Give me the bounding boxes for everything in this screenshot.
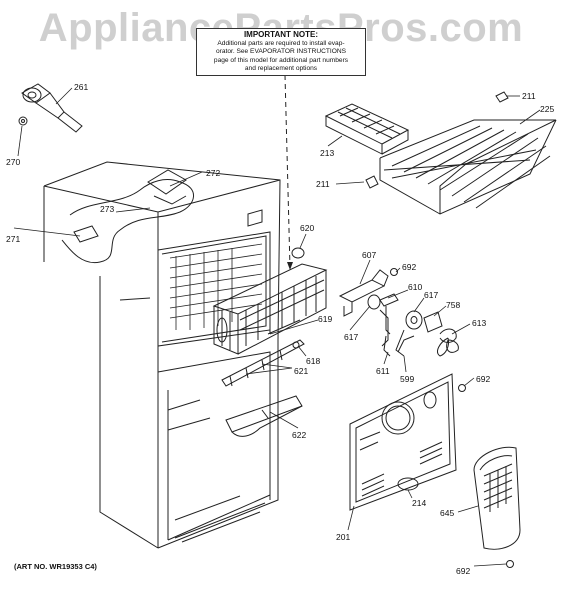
callout-617-left: 617: [344, 332, 358, 342]
callout-617-right: 617: [424, 290, 438, 300]
note-body: Additional parts are required to install…: [201, 40, 361, 74]
callout-leaders: [13, 87, 541, 567]
callout-599: 599: [400, 374, 414, 384]
callout-270: 270: [6, 157, 20, 167]
fan-blade-613: [437, 328, 459, 357]
freezer-shelf-225: [379, 119, 557, 215]
refrigerator-liner: [43, 161, 281, 549]
temperature-control-261: [21, 83, 83, 133]
callout-213: 213: [320, 148, 334, 158]
bracket-618: [267, 319, 301, 335]
callout-622: 622: [292, 430, 306, 440]
callout-201: 201: [336, 532, 350, 542]
callout-211-top: 211: [522, 91, 536, 101]
callout-271: 271: [6, 234, 20, 244]
callout-645: 645: [440, 508, 454, 518]
note-line-4: and replacement options: [244, 65, 318, 73]
air-tower-645: [473, 446, 521, 550]
callout-692-right: 692: [476, 374, 490, 384]
callout-620: 620: [300, 223, 314, 233]
callout-labels: 261 270 272 273 271 213 211 225 211 620 …: [6, 82, 554, 576]
shroud-599: [397, 335, 415, 353]
part-620: [291, 247, 305, 259]
callout-692-bottom: 692: [456, 566, 470, 576]
art-number: (ART NO. WR19353 C4): [14, 562, 97, 571]
note-line-1: Additional parts are required to install…: [217, 40, 345, 47]
screw-692-upper: [390, 268, 398, 276]
shelf-clip-211-left: [365, 175, 379, 189]
callout-273: 273: [100, 204, 114, 214]
callout-214: 214: [412, 498, 426, 508]
evaporator-back-ribs: [169, 243, 263, 330]
callout-692-upper: 692: [402, 262, 416, 272]
note-leader-dashed: [284, 74, 291, 269]
screw-692-right: [458, 384, 466, 392]
wire-611: [383, 335, 391, 357]
evaporator-619: [212, 263, 328, 355]
callout-621: 621: [294, 366, 308, 376]
shelf-clip-211-top: [495, 91, 509, 103]
bracket-607: [338, 269, 389, 317]
important-note-box: IMPORTANT NOTE: Additional parts are req…: [196, 28, 366, 76]
callout-613: 613: [472, 318, 486, 328]
callout-225: 225: [540, 104, 554, 114]
note-line-2: orator. See EVAPORATOR INSTRUCTIONS: [215, 48, 347, 56]
fan-motor-610: [379, 293, 399, 335]
callout-272: 272: [206, 168, 220, 178]
ice-tray-213: [324, 103, 410, 155]
drain-trough-622: [225, 395, 303, 437]
callout-618: 618: [306, 356, 320, 366]
callout-611: 611: [376, 366, 390, 376]
callout-261: 261: [74, 82, 88, 92]
wire-harness: [61, 169, 194, 264]
bracket-758: [423, 311, 443, 333]
callout-211-left: 211: [316, 179, 330, 189]
fan-assembly-617-right: [395, 310, 423, 357]
note-title: IMPORTANT NOTE:: [243, 30, 319, 39]
screw-692-bottom: [506, 560, 514, 568]
evaporator-cover-201: [349, 373, 457, 511]
callout-758: 758: [446, 300, 460, 310]
callout-619: 619: [318, 314, 332, 324]
callout-610: 610: [408, 282, 422, 292]
fan-motor-617-left: [367, 294, 389, 347]
defrost-heater-621: [221, 339, 305, 387]
screw-270: [18, 116, 28, 126]
callout-607: 607: [362, 250, 376, 260]
note-line-3: page of this model for additional part n…: [213, 56, 349, 64]
